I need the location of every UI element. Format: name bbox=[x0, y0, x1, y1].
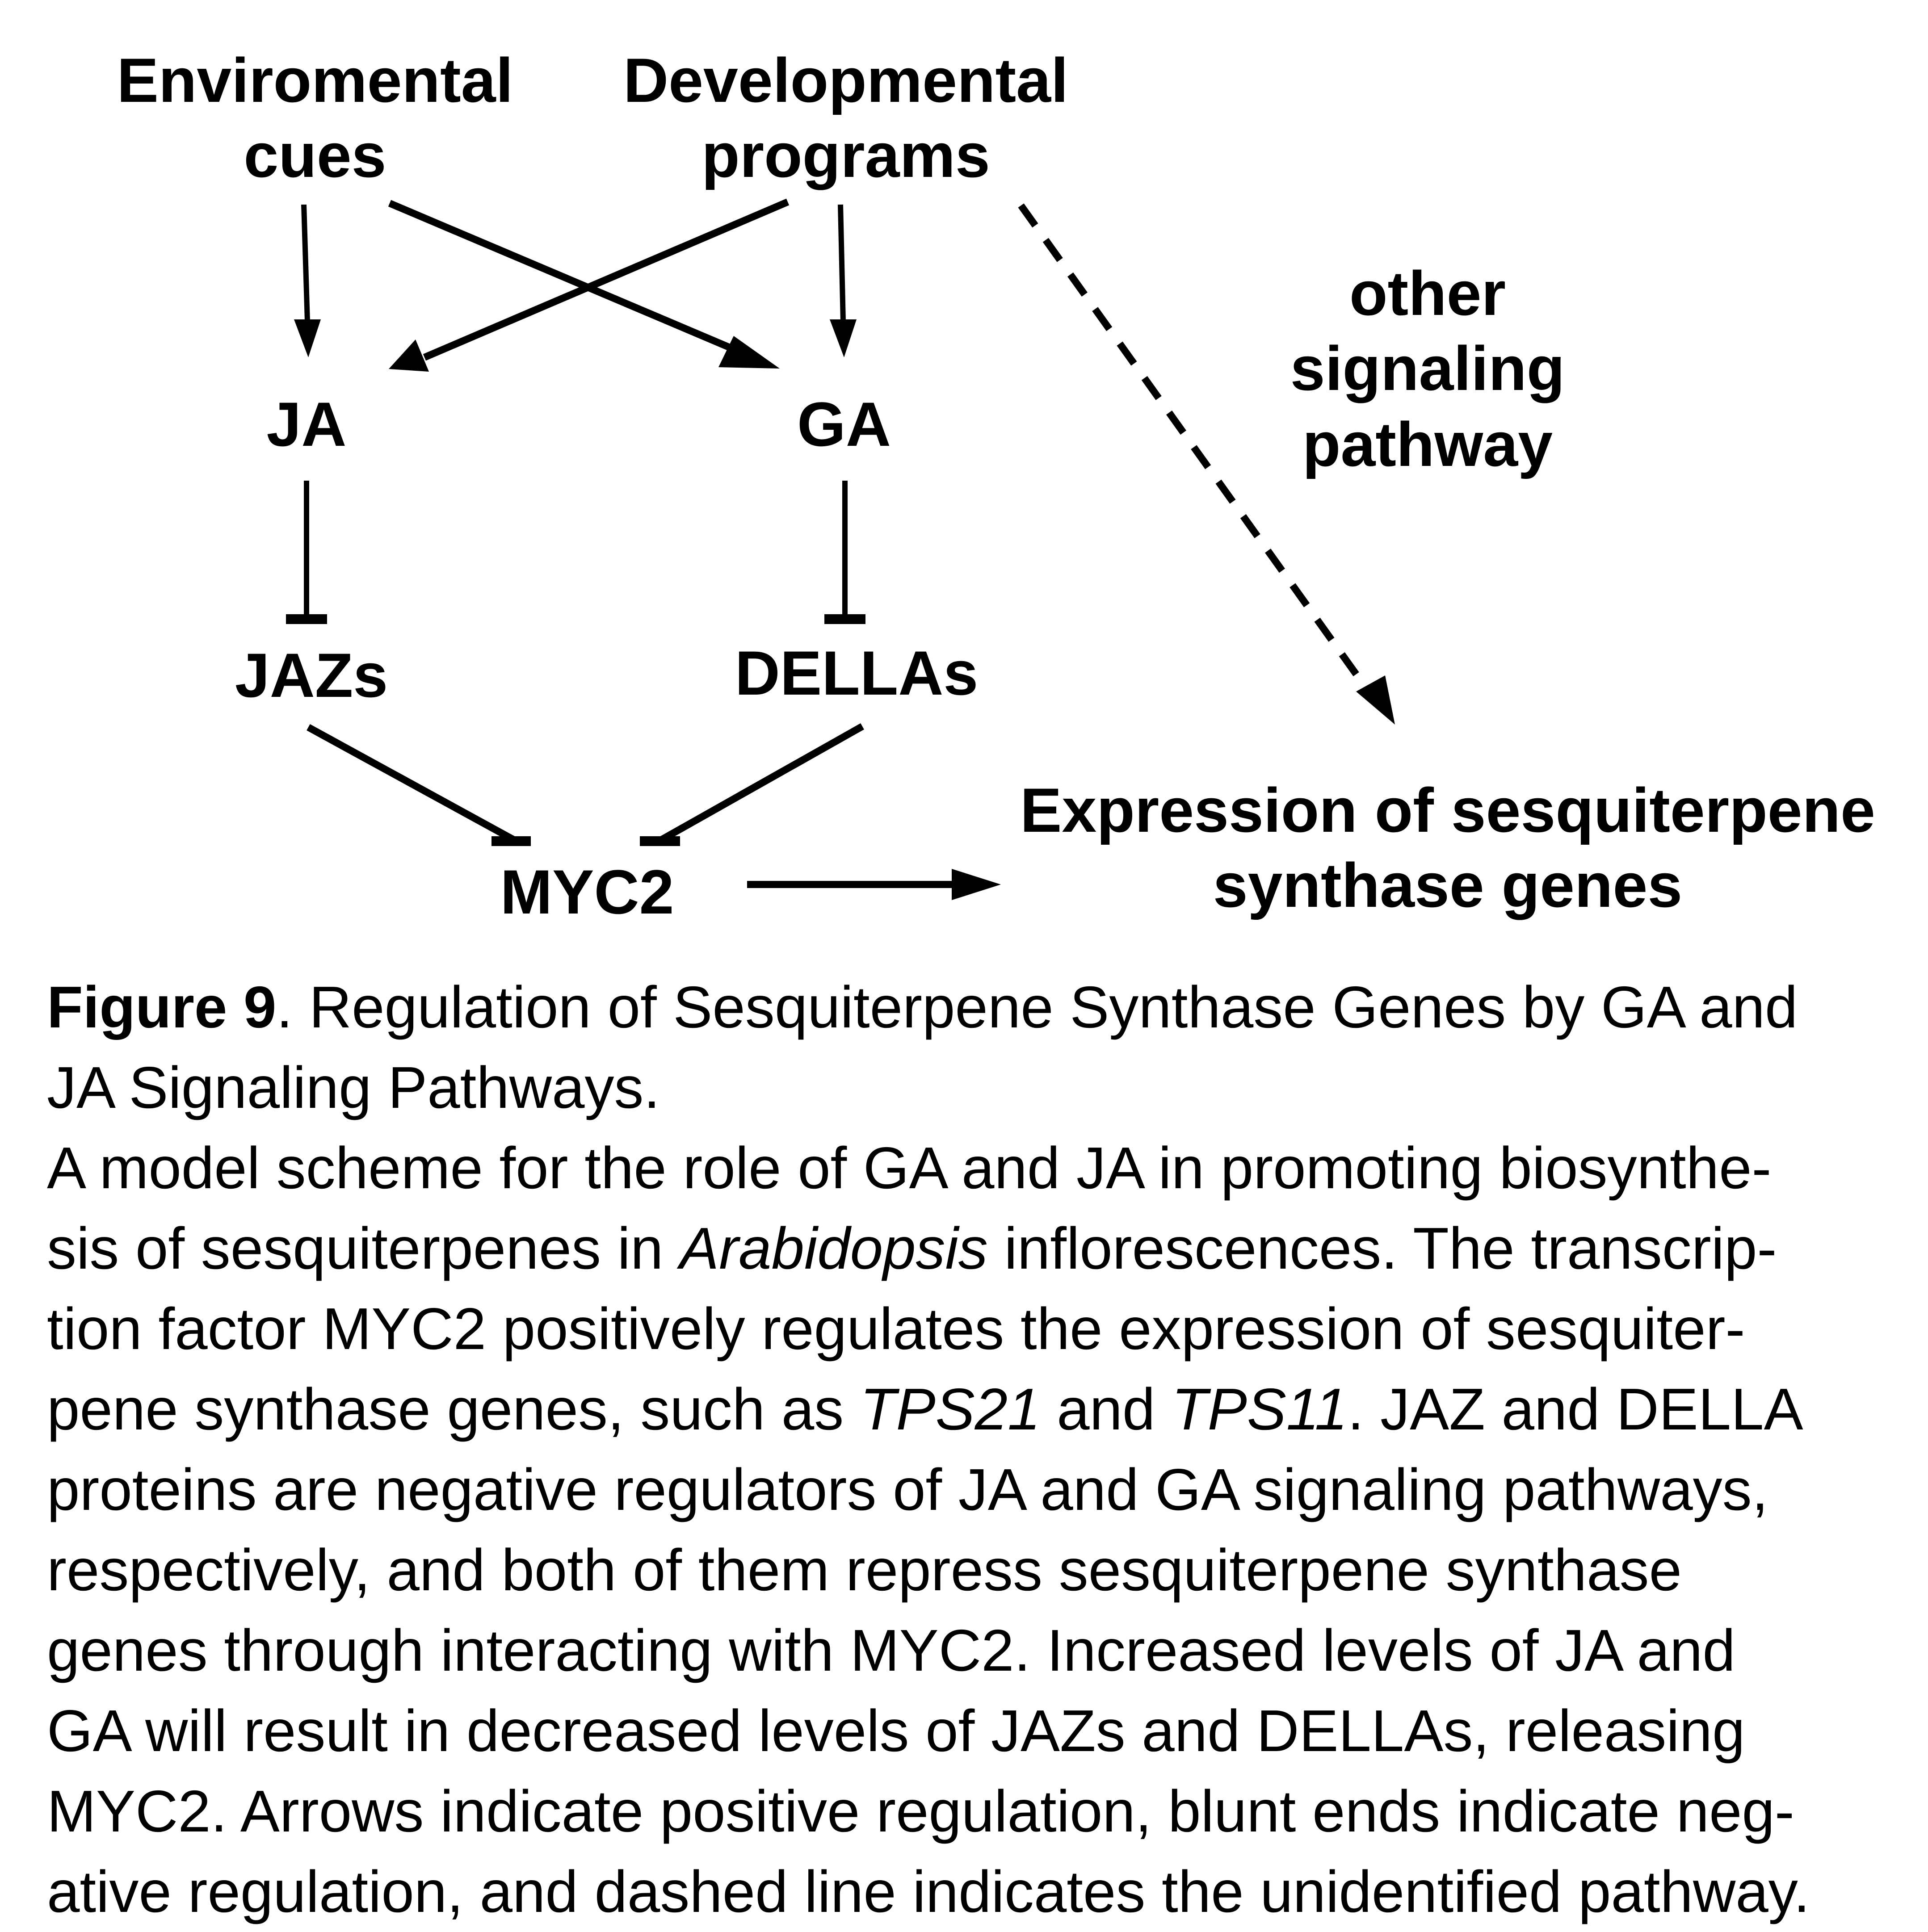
node-myc2: MYC2 bbox=[500, 857, 674, 927]
node-developmental-programs-line1: Developmental bbox=[623, 45, 1068, 115]
arrowhead-icon bbox=[389, 339, 429, 372]
arrowhead-icon bbox=[718, 336, 780, 369]
caption-text: pene synthase genes, such as bbox=[47, 1376, 860, 1442]
node-developmental-programs-line2: programs bbox=[701, 120, 990, 190]
caption-text: . JAZ and DELLA bbox=[1347, 1376, 1803, 1442]
arrowhead-icon bbox=[294, 319, 321, 357]
node-other-signaling-line1: other bbox=[1349, 258, 1506, 328]
caption-body-line: respectively, and both of them repress s… bbox=[47, 1537, 1682, 1603]
blunt-end-icon bbox=[824, 614, 865, 624]
node-other-signaling-line2: signaling bbox=[1290, 333, 1565, 403]
edge-dev-to-expression-dashed bbox=[1018, 203, 1395, 725]
arrowhead-icon bbox=[830, 319, 857, 357]
caption-body-line: GA will result in decreased levels of JA… bbox=[47, 1698, 1745, 1764]
node-expression-line2: synthase genes bbox=[1213, 850, 1682, 920]
pathway-diagram: Enviromental cues Developmental programs… bbox=[117, 45, 1875, 927]
node-jazs: JAZs bbox=[235, 640, 388, 710]
caption-body-line: genes through interacting with MYC2. Inc… bbox=[47, 1618, 1735, 1683]
caption-text: sis of sesquiterpenes in bbox=[47, 1215, 680, 1281]
figure-caption: Figure 9. Regulation of Sesquiterpene Sy… bbox=[47, 967, 1915, 1932]
caption-text: inflorescences. The transcrip- bbox=[987, 1215, 1777, 1281]
blunt-end-icon bbox=[640, 836, 680, 846]
arrowhead-icon bbox=[1356, 675, 1395, 725]
node-enviromental-cues-line1: Enviromental bbox=[117, 45, 513, 115]
edge-myc2-to-expression bbox=[747, 869, 1001, 900]
gene-name: TPS21 bbox=[860, 1376, 1041, 1442]
blunt-end-icon bbox=[286, 614, 327, 624]
edge-dellas-inhibits-myc2 bbox=[640, 723, 864, 846]
caption-body-line: sis of sesquiterpenes in Arabidopsis inf… bbox=[47, 1208, 1915, 1289]
caption-title-line-1: Figure 9. Regulation of Sesquiterpene Sy… bbox=[47, 967, 1915, 1048]
node-expression-line1: Expression of sesquiterpene bbox=[1020, 775, 1875, 845]
caption-title-text: . Regulation of Sesquiterpene Synthase G… bbox=[276, 974, 1798, 1040]
species-name: Arabidopsis bbox=[680, 1215, 988, 1281]
edge-env-to-ja bbox=[294, 204, 321, 357]
node-other-signaling-line3: pathway bbox=[1302, 409, 1553, 479]
caption-text: and bbox=[1040, 1376, 1172, 1442]
edge-ga-inhibits-dellas bbox=[824, 481, 865, 624]
caption-title-line-2: JA Signaling Pathways. bbox=[47, 1055, 660, 1120]
gene-name: TPS11 bbox=[1172, 1376, 1348, 1442]
caption-body-line: A model scheme for the role of GA and JA… bbox=[47, 1135, 1772, 1201]
edge-dev-to-ja bbox=[389, 198, 790, 372]
caption-body-line: ative regulation, and dashed line indica… bbox=[47, 1859, 1810, 1924]
caption-body-line: proteins are negative regulators of JA a… bbox=[47, 1457, 1768, 1522]
caption-body-line: MYC2. Arrows indicate positive regulatio… bbox=[47, 1778, 1794, 1844]
node-dellas: DELLAs bbox=[735, 638, 978, 708]
edge-jazs-inhibits-myc2 bbox=[307, 724, 531, 846]
caption-body-line: tion factor MYC2 positively regulates th… bbox=[47, 1296, 1745, 1362]
figure-label: Figure 9 bbox=[47, 974, 277, 1040]
caption-body-line: pene synthase genes, such as TPS21 and T… bbox=[47, 1369, 1915, 1450]
arrowhead-icon bbox=[952, 869, 1001, 900]
node-ja: JA bbox=[267, 389, 347, 459]
edge-env-to-ga bbox=[388, 200, 780, 369]
blunt-end-icon bbox=[491, 836, 531, 846]
edge-dev-to-ga bbox=[830, 204, 857, 357]
node-enviromental-cues-line2: cues bbox=[244, 120, 386, 190]
edge-ja-inhibits-jazs bbox=[286, 481, 327, 624]
node-ga: GA bbox=[797, 389, 891, 459]
